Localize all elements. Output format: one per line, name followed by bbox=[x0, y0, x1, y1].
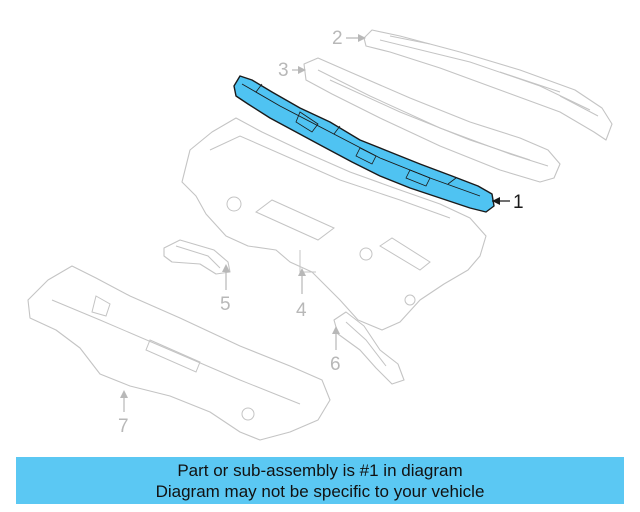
callout-label-1: 1 bbox=[513, 192, 524, 213]
callout-4: 4 bbox=[296, 268, 307, 321]
caption-line-1: Part or sub-assembly is #1 in diagram bbox=[177, 460, 463, 480]
part-2-upper-cowl-panel bbox=[363, 29, 613, 141]
callout-label-6: 6 bbox=[330, 354, 341, 375]
callout-label-7: 7 bbox=[118, 416, 129, 437]
callout-7: 7 bbox=[118, 390, 129, 437]
callout-label-3: 3 bbox=[278, 60, 289, 81]
callout-label-4: 4 bbox=[296, 300, 307, 321]
callout-6: 6 bbox=[330, 326, 341, 375]
callout-5: 5 bbox=[220, 264, 231, 315]
part-5-bracket bbox=[163, 239, 231, 275]
part-1-cowl-reinforcement-highlighted[interactable] bbox=[233, 75, 495, 213]
callout-1: 1 bbox=[492, 192, 524, 213]
caption-line-2: Diagram may not be specific to your vehi… bbox=[155, 481, 485, 501]
callout-label-2: 2 bbox=[332, 28, 343, 49]
parts-diagram: 1 2 3 4 5 6 7 bbox=[27, 28, 613, 441]
part-7-floor-reinforcement bbox=[27, 265, 331, 441]
part-6-bracket bbox=[333, 311, 405, 385]
part-4-dash-panel bbox=[181, 117, 487, 331]
callout-label-5: 5 bbox=[220, 294, 231, 315]
callout-2: 2 bbox=[332, 28, 366, 49]
diagram-caption-banner: Part or sub-assembly is #1 in diagram Di… bbox=[16, 457, 624, 504]
callout-3: 3 bbox=[278, 60, 306, 81]
part-3-cowl-grille bbox=[303, 57, 561, 183]
